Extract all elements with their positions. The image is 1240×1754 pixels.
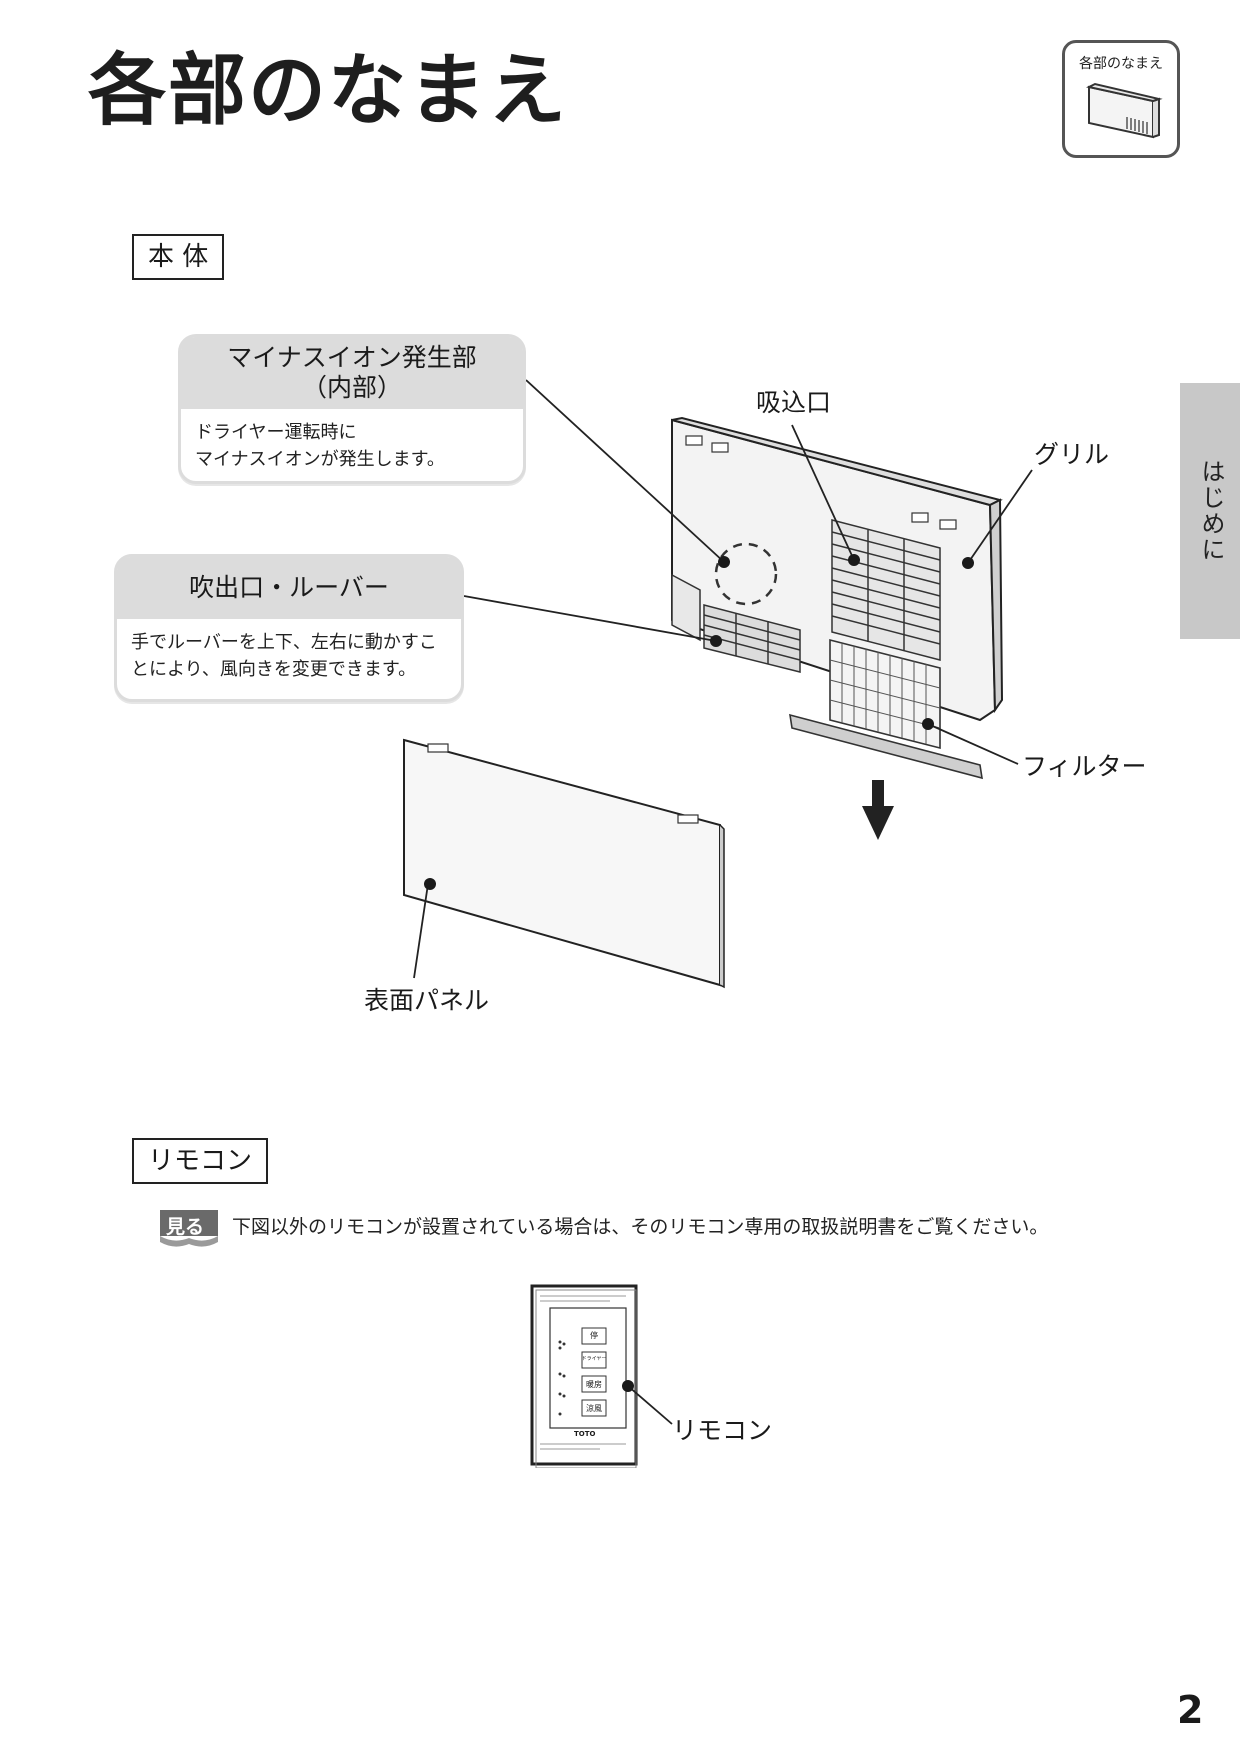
remote-button-stop: 停 (590, 1331, 598, 1340)
chapter-tab-label: はじめに (1197, 459, 1225, 563)
ion-callout-title-line1: マイナスイオン発生部 (227, 343, 477, 372)
remote-note: 下図以外のリモコンが設置されている場合は、そのリモコン専用の取扱説明書をご覧くだ… (232, 1216, 1049, 1238)
remote-brand: TOTO (574, 1430, 596, 1438)
down-arrow-icon (862, 780, 894, 840)
page-title: 各部のなまえ (88, 46, 569, 136)
ion-callout-title-line2: （内部） (301, 373, 402, 402)
remote-label: リモコン (672, 1416, 773, 1445)
ion-generator-callout-description: ドライヤー運転時に マイナスイオンが発生します。 (181, 409, 523, 483)
chapter-tab: はじめに (1180, 383, 1240, 639)
outlet-callout-description: 手でルーバーを上下、左右に動かすこ とにより、風向きを変更できます。 (117, 619, 461, 693)
leader-dots (424, 554, 974, 890)
section-badge: 各部のなまえ (1062, 40, 1180, 158)
grille-label: グリル (1034, 440, 1110, 469)
remote-control-outline (530, 1284, 638, 1469)
front-panel-drawing (403, 738, 725, 989)
filter-drawing (789, 638, 983, 780)
ion-callout-desc-line2: マイナスイオンが発生します。 (195, 449, 445, 470)
outlet-louver-callout: 吹出口・ルーバー 手でルーバーを上下、左右に動かすこ とにより、風向きを変更でき… (114, 554, 464, 702)
section-badge-label: 各部のなまえ (1079, 56, 1163, 72)
book-icon (160, 1210, 218, 1247)
ion-generator-marker (714, 542, 778, 606)
see-reference-badge: 見る (158, 1206, 220, 1248)
remote-section-heading: リモコン (132, 1138, 269, 1184)
remote-control-drawing: 停 ドライヤー 暖房 涼風 TOTO (530, 1284, 640, 1469)
see-reference-badge-label: 見る (166, 1216, 205, 1238)
outlet-callout-title: 吹出口・ルーバー (117, 557, 461, 619)
remote-button-heat: 暖房 (586, 1380, 602, 1389)
outlet-callout-desc-line2: とにより、風向きを変更できます。 (131, 659, 417, 680)
outlet-callout-desc-line1: 手でルーバーを上下、左右に動かすこ (131, 632, 437, 653)
unit-thumbnail-icon (1086, 82, 1163, 139)
leader-lines (413, 379, 1033, 979)
ion-generator-callout-title: マイナスイオン発生部 （内部） (181, 337, 523, 409)
intake-label: 吸込口 (756, 388, 832, 417)
grille-vents (831, 519, 941, 661)
unit-section-heading: 本 体 (132, 234, 225, 280)
page-number: 2 (1177, 1688, 1204, 1732)
remote-button-cool: 涼風 (586, 1404, 602, 1413)
front-panel-label: 表面パネル (364, 986, 490, 1015)
remote-button-dryer: ドライヤー (581, 1356, 607, 1362)
ion-callout-desc-line1: ドライヤー運転時に (195, 422, 357, 443)
ion-generator-callout: マイナスイオン発生部 （内部） ドライヤー運転時に マイナスイオンが発生します。 (178, 334, 526, 484)
filter-label: フィルター (1022, 752, 1147, 781)
